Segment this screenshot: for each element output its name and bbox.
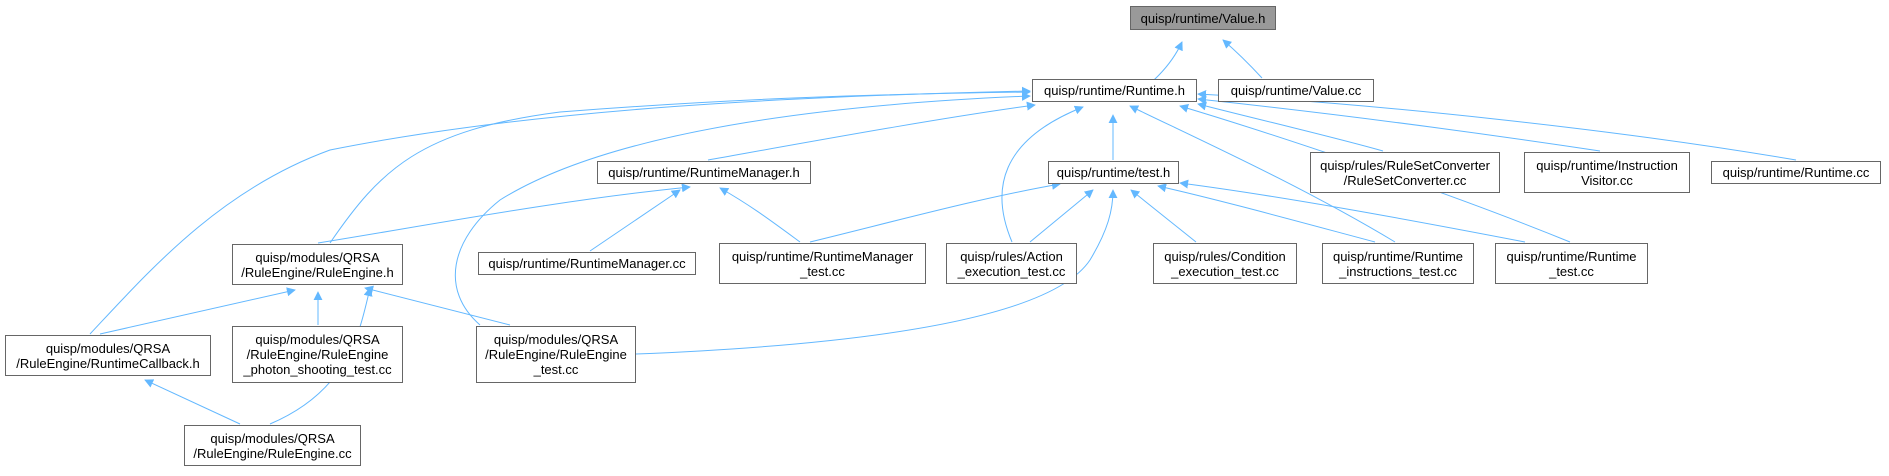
node-runtimecallback-h[interactable]: quisp/modules/QRSA /RuleEngine/RuntimeCa… (5, 335, 211, 376)
edge-runtimemanager_test_cc-to-runtimemanager_h (719, 187, 801, 243)
edge-ruleengine_test_cc-to-ruleengine_h (364, 285, 511, 326)
node-runtimemanager-test-cc[interactable]: quisp/runtime/RuntimeManager _test.cc (719, 243, 926, 284)
node-action-execution-test-cc[interactable]: quisp/rules/Action _execution_test.cc (946, 243, 1077, 284)
edge-runtime_instructions_test_cc-to-runtime_h (1129, 105, 1396, 243)
node-ruleengine-h[interactable]: quisp/modules/QRSA /RuleEngine/RuleEngin… (232, 244, 403, 285)
edge-ruleengine_test_cc-to-runtime_h (454, 91, 1031, 326)
node-value-cc[interactable]: quisp/runtime/Value.cc (1218, 79, 1374, 102)
edge-instructionvisitor_cc-to-runtime_h (1197, 95, 1601, 152)
node-instructionvisitor-cc[interactable]: quisp/runtime/Instruction Visitor.cc (1524, 152, 1690, 193)
edge-rulesetconverter_cc-to-runtime_h (1197, 101, 1384, 152)
node-value-h: quisp/runtime/Value.h (1130, 6, 1276, 30)
edge-condition_execution_test_cc-to-test_h (1130, 189, 1197, 243)
node-ruleengine-test-cc[interactable]: quisp/modules/QRSA /RuleEngine/RuleEngin… (476, 326, 636, 383)
node-runtimemanager-h[interactable]: quisp/runtime/RuntimeManager.h (597, 161, 811, 184)
node-photon-shooting-test-cc[interactable]: quisp/modules/QRSA /RuleEngine/RuleEngin… (232, 326, 403, 383)
edge-ruleengine_cc-to-runtimecallback_h (144, 379, 241, 425)
edge-runtime_cc-to-runtime_h (1197, 89, 1797, 161)
node-runtime-cc[interactable]: quisp/runtime/Runtime.cc (1711, 161, 1881, 184)
edge-runtimecallback_h-to-ruleengine_h (99, 287, 296, 335)
edge-runtimemanager_cc-to-runtimemanager_h (589, 189, 681, 252)
node-ruleengine-cc[interactable]: quisp/modules/QRSA /RuleEngine/RuleEngin… (184, 425, 361, 466)
node-test-h[interactable]: quisp/runtime/test.h (1048, 161, 1179, 184)
node-runtime-test-cc[interactable]: quisp/runtime/Runtime _test.cc (1495, 243, 1648, 284)
edge-runtime_instructions_test_cc-to-test_h (1157, 183, 1376, 243)
edge-runtimemanager_test_cc-to-test_h (809, 180, 1061, 243)
edge-runtimemanager_h-to-runtime_h (707, 101, 1036, 161)
edge-runtimecallback_h-to-runtime_h (89, 86, 1031, 335)
node-rulesetconverter-cc[interactable]: quisp/rules/RuleSetConverter /RuleSetCon… (1310, 152, 1500, 193)
edge-ruleengine_test_cc-to-test_h (635, 189, 1118, 355)
node-runtime-instructions-test-cc[interactable]: quisp/runtime/Runtime _instructions_test… (1322, 243, 1474, 284)
node-runtimemanager-cc[interactable]: quisp/runtime/RuntimeManager.cc (478, 252, 696, 275)
edge-ruleengine_h-to-runtimemanager_h (317, 183, 691, 244)
edge-runtime_test_cc-to-test_h (1179, 179, 1526, 243)
node-condition-execution-test-cc[interactable]: quisp/rules/Condition _execution_test.cc (1153, 243, 1297, 284)
edge-value_cc-to-value_h (1222, 39, 1263, 79)
edge-action_execution_test_cc-to-test_h (1029, 189, 1094, 243)
edge-action_execution_test_cc-to-runtime_h (1001, 105, 1084, 243)
node-runtime-h[interactable]: quisp/runtime/Runtime.h (1032, 79, 1197, 102)
